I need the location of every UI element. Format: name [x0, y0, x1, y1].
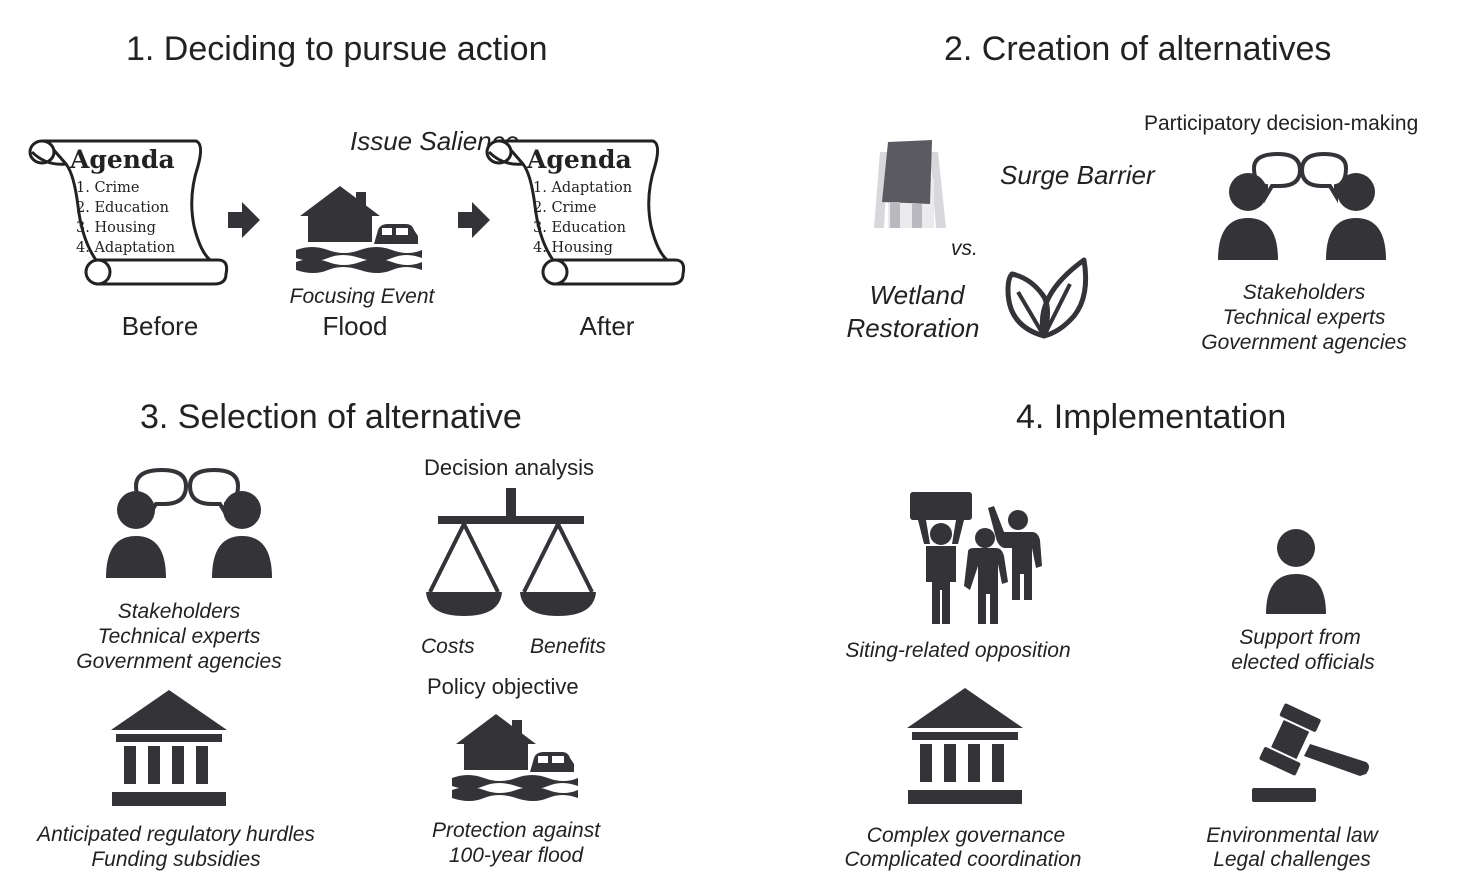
agenda-after-item: 3. Education	[533, 220, 626, 236]
protection-line1: Protection against	[431, 819, 601, 842]
support-line1: Support from	[1239, 626, 1361, 649]
agenda-before-item: 2. Education	[76, 200, 169, 216]
surge-barrier-icon	[874, 140, 946, 228]
balance-scale-icon	[426, 488, 596, 616]
protesters-icon	[910, 492, 1042, 624]
agenda-before-heading: Agenda	[69, 145, 175, 174]
law-line2: Legal challenges	[1213, 848, 1371, 871]
panel3-title: 3. Selection of alternative	[140, 398, 522, 436]
actor-government-agencies: Government agencies	[76, 650, 282, 673]
after-label: After	[579, 311, 635, 341]
agenda-after-heading: Agenda	[526, 145, 632, 174]
flooded-house-icon	[452, 714, 578, 801]
wetland-label-line1: Wetland	[869, 280, 965, 310]
government-building-icon	[111, 690, 227, 806]
actor-technical-experts: Technical experts	[1222, 306, 1386, 329]
agenda-after-item: 1. Adaptation	[533, 180, 632, 196]
law-line1: Environmental law	[1206, 824, 1378, 847]
leaf-icon	[1005, 257, 1089, 339]
policy-objective-label: Policy objective	[427, 674, 579, 699]
before-label: Before	[121, 311, 199, 341]
agenda-after-item: 4. Housing	[533, 240, 613, 256]
people-talking-icon	[106, 467, 272, 578]
support-line2: elected officials	[1231, 651, 1375, 674]
flooded-house-icon	[296, 186, 422, 273]
surge-barrier-label: Surge Barrier	[1000, 160, 1155, 190]
agenda-after-item: 2. Crime	[533, 200, 596, 216]
actor-government-agencies: Government agencies	[1201, 331, 1407, 354]
actor-stakeholders: Stakeholders	[1242, 281, 1366, 304]
protection-line2: 100-year flood	[448, 844, 584, 867]
participatory-label: Participatory decision-making	[1144, 112, 1419, 135]
hurdles-line1: Anticipated regulatory hurdles	[37, 823, 315, 846]
people-talking-icon	[1218, 151, 1386, 260]
person-icon	[1266, 529, 1326, 614]
arrow-right-icon	[458, 202, 490, 238]
panel4-title: 4. Implementation	[1016, 398, 1287, 436]
actor-stakeholders: Stakeholders	[117, 600, 241, 623]
arrow-right-icon	[228, 202, 260, 238]
focusing-event-label: Focusing Event	[289, 285, 435, 308]
benefits-label: Benefits	[530, 635, 606, 658]
governance-line1: Complex governance	[866, 824, 1066, 847]
wetland-label-line2: Restoration	[846, 313, 980, 343]
actor-technical-experts: Technical experts	[97, 625, 261, 648]
agenda-scroll-after-icon: Agenda 1. Adaptation 2. Crime 3. Educati…	[485, 139, 686, 286]
costs-label: Costs	[421, 635, 475, 658]
vs-label: vs.	[951, 237, 978, 260]
panel2-title: 2. Creation of alternatives	[944, 30, 1332, 68]
opposition-label: Siting-related opposition	[845, 639, 1071, 662]
governance-line2: Complicated coordination	[844, 848, 1082, 871]
flood-label: Flood	[322, 311, 388, 341]
decision-analysis-label: Decision analysis	[424, 455, 594, 480]
hurdles-line2: Funding subsidies	[91, 848, 261, 871]
government-building-icon	[907, 688, 1023, 804]
panel1-title: 1. Deciding to pursue action	[126, 30, 548, 68]
agenda-before-item: 3. Housing	[76, 220, 156, 236]
agenda-before-item: 1. Crime	[76, 180, 139, 196]
gavel-icon	[1252, 703, 1369, 802]
agenda-scroll-before-icon: Agenda 1. Crime 2. Education 3. Housing …	[28, 139, 229, 286]
agenda-before-item: 4. Adaptation	[76, 240, 175, 256]
